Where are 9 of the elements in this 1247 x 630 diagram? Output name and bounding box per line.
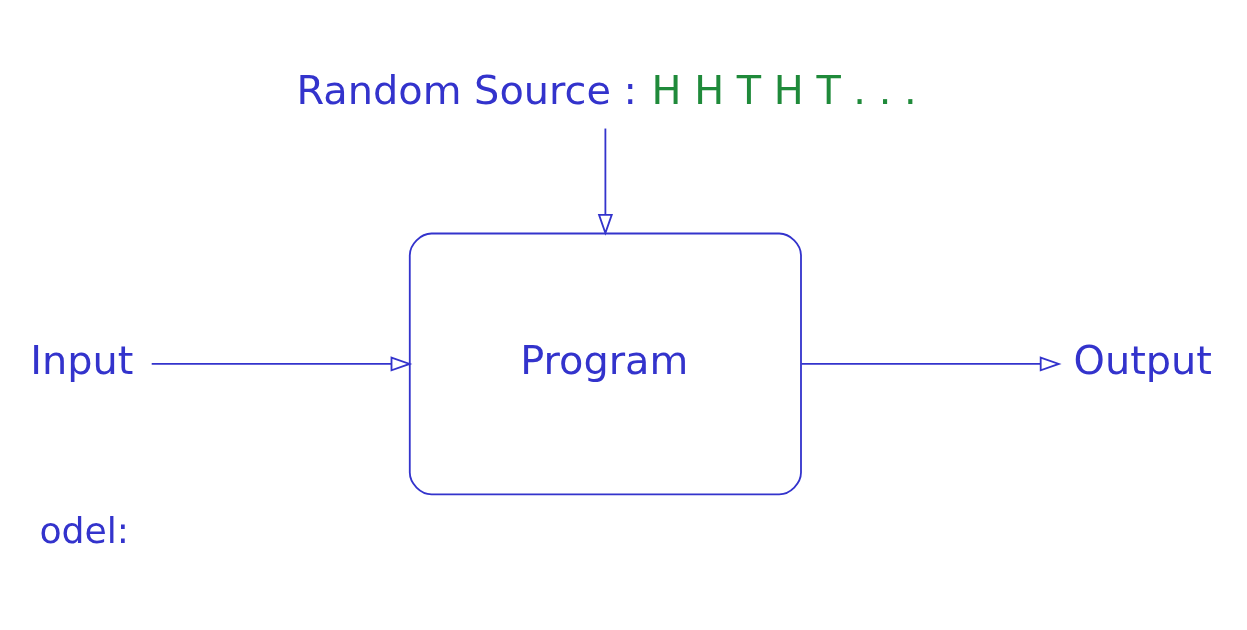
- node-text: Random Source :: [296, 67, 638, 114]
- arrow: [800, 356, 1062, 372]
- node-text: Output: [1073, 337, 1212, 384]
- arrow: [597, 127, 613, 236]
- arrow: [150, 356, 413, 372]
- node-box: Program: [408, 232, 802, 496]
- node-text: Input: [30, 337, 134, 384]
- label: odel:: [39, 509, 130, 553]
- node-label: H H T H T . . .: [651, 67, 917, 114]
